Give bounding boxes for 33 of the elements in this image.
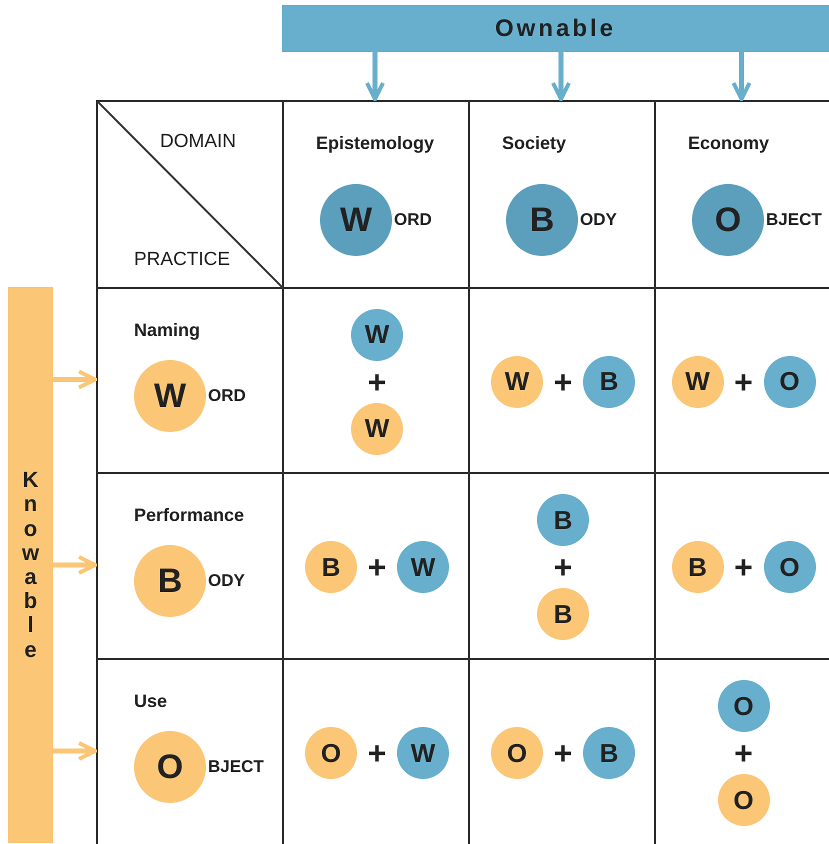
cell-heading: Performance [134, 506, 244, 524]
cell-heading: Society [502, 134, 566, 152]
plus-sign: + [554, 366, 572, 398]
arrow [53, 741, 97, 761]
cell-heading: Economy [688, 134, 770, 152]
cell-heading: Naming [134, 321, 200, 339]
arrow [732, 52, 752, 101]
plus-sign: + [554, 737, 572, 769]
word-suffix: ODY [580, 211, 617, 228]
plus-sign: + [734, 551, 753, 583]
column-axis-label: DOMAIN [160, 132, 236, 151]
band-title: Knowable [22, 468, 40, 662]
horizontal-band [282, 5, 829, 52]
row-axis-label: PRACTICE [134, 250, 230, 269]
plus-sign: + [734, 366, 753, 398]
cell-heading: Use [134, 692, 168, 710]
word-suffix: ODY [208, 572, 245, 589]
cell-heading: Epistemology [316, 134, 434, 152]
plus-sign: + [554, 551, 572, 583]
arrow [53, 555, 97, 575]
word-suffix: ORD [394, 211, 432, 228]
arrow [53, 370, 97, 390]
plus-sign: + [368, 737, 386, 769]
word-suffix: BJECT [766, 211, 822, 228]
vertical-band [8, 287, 53, 843]
plus-sign: + [734, 737, 753, 769]
word-suffix: BJECT [208, 758, 264, 775]
arrow [365, 52, 385, 101]
word-suffix: ORD [208, 387, 246, 404]
arrow [551, 52, 571, 101]
band-title: Ownable [494, 14, 616, 44]
plus-sign: + [368, 366, 386, 398]
plus-sign: + [368, 551, 386, 583]
